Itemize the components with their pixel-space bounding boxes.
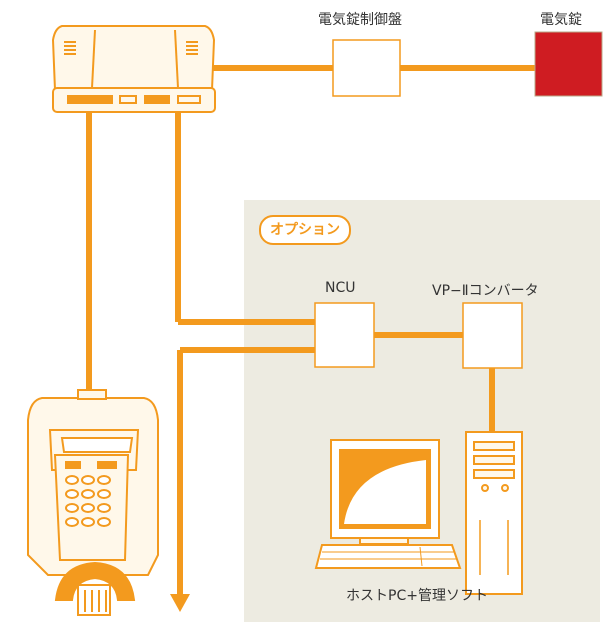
converter-label: VP−Ⅱコンバータ bbox=[432, 283, 539, 299]
lock-controller-label: 電気錠制御盤 bbox=[318, 12, 402, 28]
electric-lock-box bbox=[534, 31, 603, 97]
host-pc-label: ホストPC+管理ソフト bbox=[346, 588, 488, 604]
host-pc bbox=[314, 431, 523, 595]
ncu-box bbox=[314, 302, 375, 368]
lock-controller-box bbox=[332, 39, 401, 97]
option-badge: オプション bbox=[259, 215, 351, 245]
arrow-down bbox=[170, 594, 190, 612]
converter-box bbox=[462, 302, 523, 369]
hub-device bbox=[51, 25, 216, 113]
terminal-device bbox=[27, 389, 159, 616]
ncu-label: NCU bbox=[325, 280, 356, 296]
connection-lines bbox=[86, 65, 535, 595]
electric-lock-label: 電気錠 bbox=[540, 12, 582, 28]
